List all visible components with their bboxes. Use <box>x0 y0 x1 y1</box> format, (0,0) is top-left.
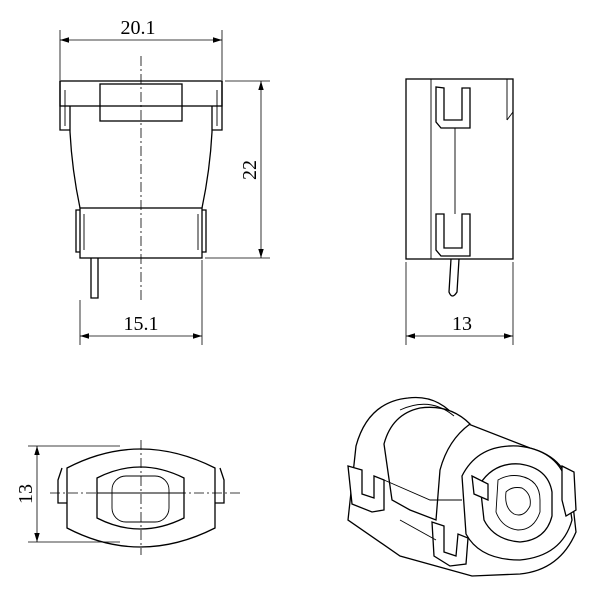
dim-bottom-view-height: 13 <box>15 484 37 504</box>
dim-height: 22 <box>239 160 261 180</box>
bottom-view <box>50 440 240 555</box>
dim-side-width: 13 <box>452 313 472 335</box>
side-dimensions: 13 <box>405 262 514 345</box>
isometric-view <box>347 396 577 577</box>
side-view <box>405 78 514 297</box>
front-dimensions: 20.1 22 15.1 <box>59 17 270 345</box>
bottom-dimensions: 13 <box>15 445 120 543</box>
dim-top-width: 20.1 <box>121 17 156 39</box>
dim-bottom-width: 15.1 <box>124 313 159 335</box>
front-view <box>59 56 223 300</box>
